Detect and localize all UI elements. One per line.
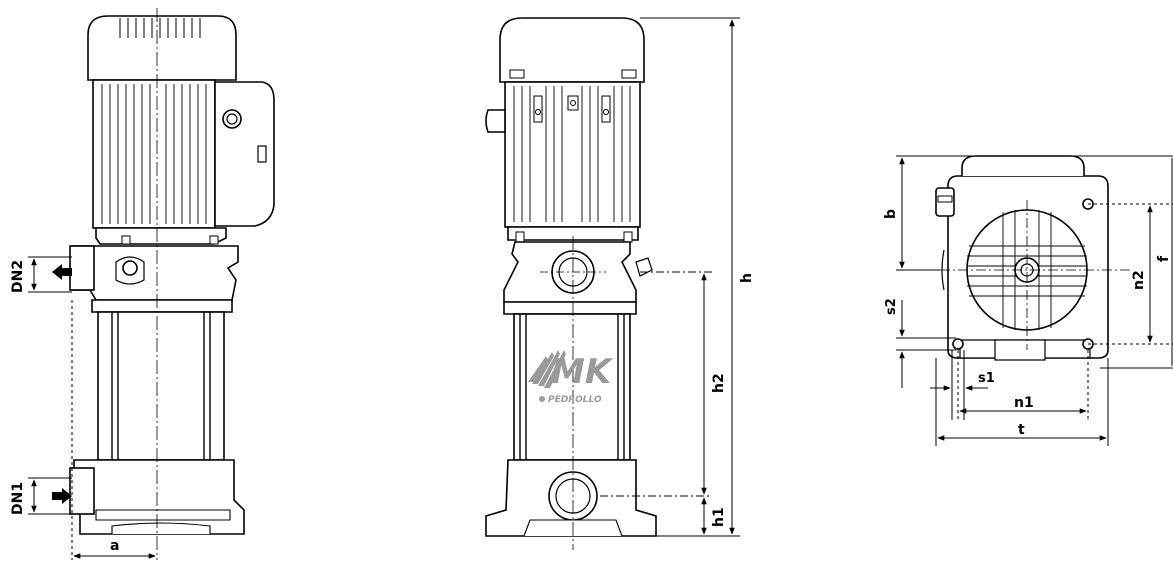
side-fan-cover-ribs	[119, 18, 201, 38]
pedrollo-brand-name: PEDROLLO	[548, 395, 602, 405]
mk-pedrollo-logo: MK PEDROLLO	[528, 350, 614, 405]
n1-label: n1	[1014, 395, 1034, 411]
front-fan-cover	[499, 17, 645, 83]
side-lantern	[95, 227, 227, 245]
front-dimensions	[600, 17, 740, 537]
side-motor-fins	[101, 84, 207, 224]
t-label: t	[1018, 422, 1025, 438]
side-vent-plug	[122, 260, 138, 276]
dn1-label: DN1	[10, 482, 26, 515]
dn2-label: DN2	[10, 260, 26, 293]
front-tie-rods	[519, 314, 625, 460]
side-dimensions	[28, 256, 156, 560]
front-lantern	[507, 226, 639, 241]
f-label: f	[1156, 255, 1172, 262]
side-discharge-flange	[69, 245, 95, 291]
b-label: b	[883, 209, 899, 219]
top-view	[935, 155, 1130, 361]
h1-label: h1	[711, 507, 727, 527]
side-view	[52, 8, 275, 560]
top-bolt-hole-bl	[952, 338, 964, 350]
side-fan-cover	[87, 15, 237, 81]
h-label: h	[739, 273, 755, 283]
top-motor-cover	[961, 155, 1085, 176]
n2-label: n2	[1131, 270, 1147, 290]
side-tie-rods	[111, 312, 211, 460]
s1-label: s1	[978, 371, 995, 386]
front-view	[485, 17, 657, 550]
side-stage-sleeve	[97, 311, 225, 461]
h2-label: h2	[711, 373, 727, 393]
mk-brand-mark: MK	[551, 352, 614, 392]
top-dimensions	[896, 155, 1173, 446]
side-pump-head	[71, 245, 239, 301]
suction-arrow	[52, 488, 72, 504]
front-motor-fins	[513, 86, 631, 222]
side-motor-body	[92, 79, 216, 229]
discharge-arrow	[52, 264, 72, 280]
side-suction-flange	[69, 467, 95, 515]
s2-label: s2	[884, 298, 899, 315]
a-label: a	[110, 538, 119, 554]
